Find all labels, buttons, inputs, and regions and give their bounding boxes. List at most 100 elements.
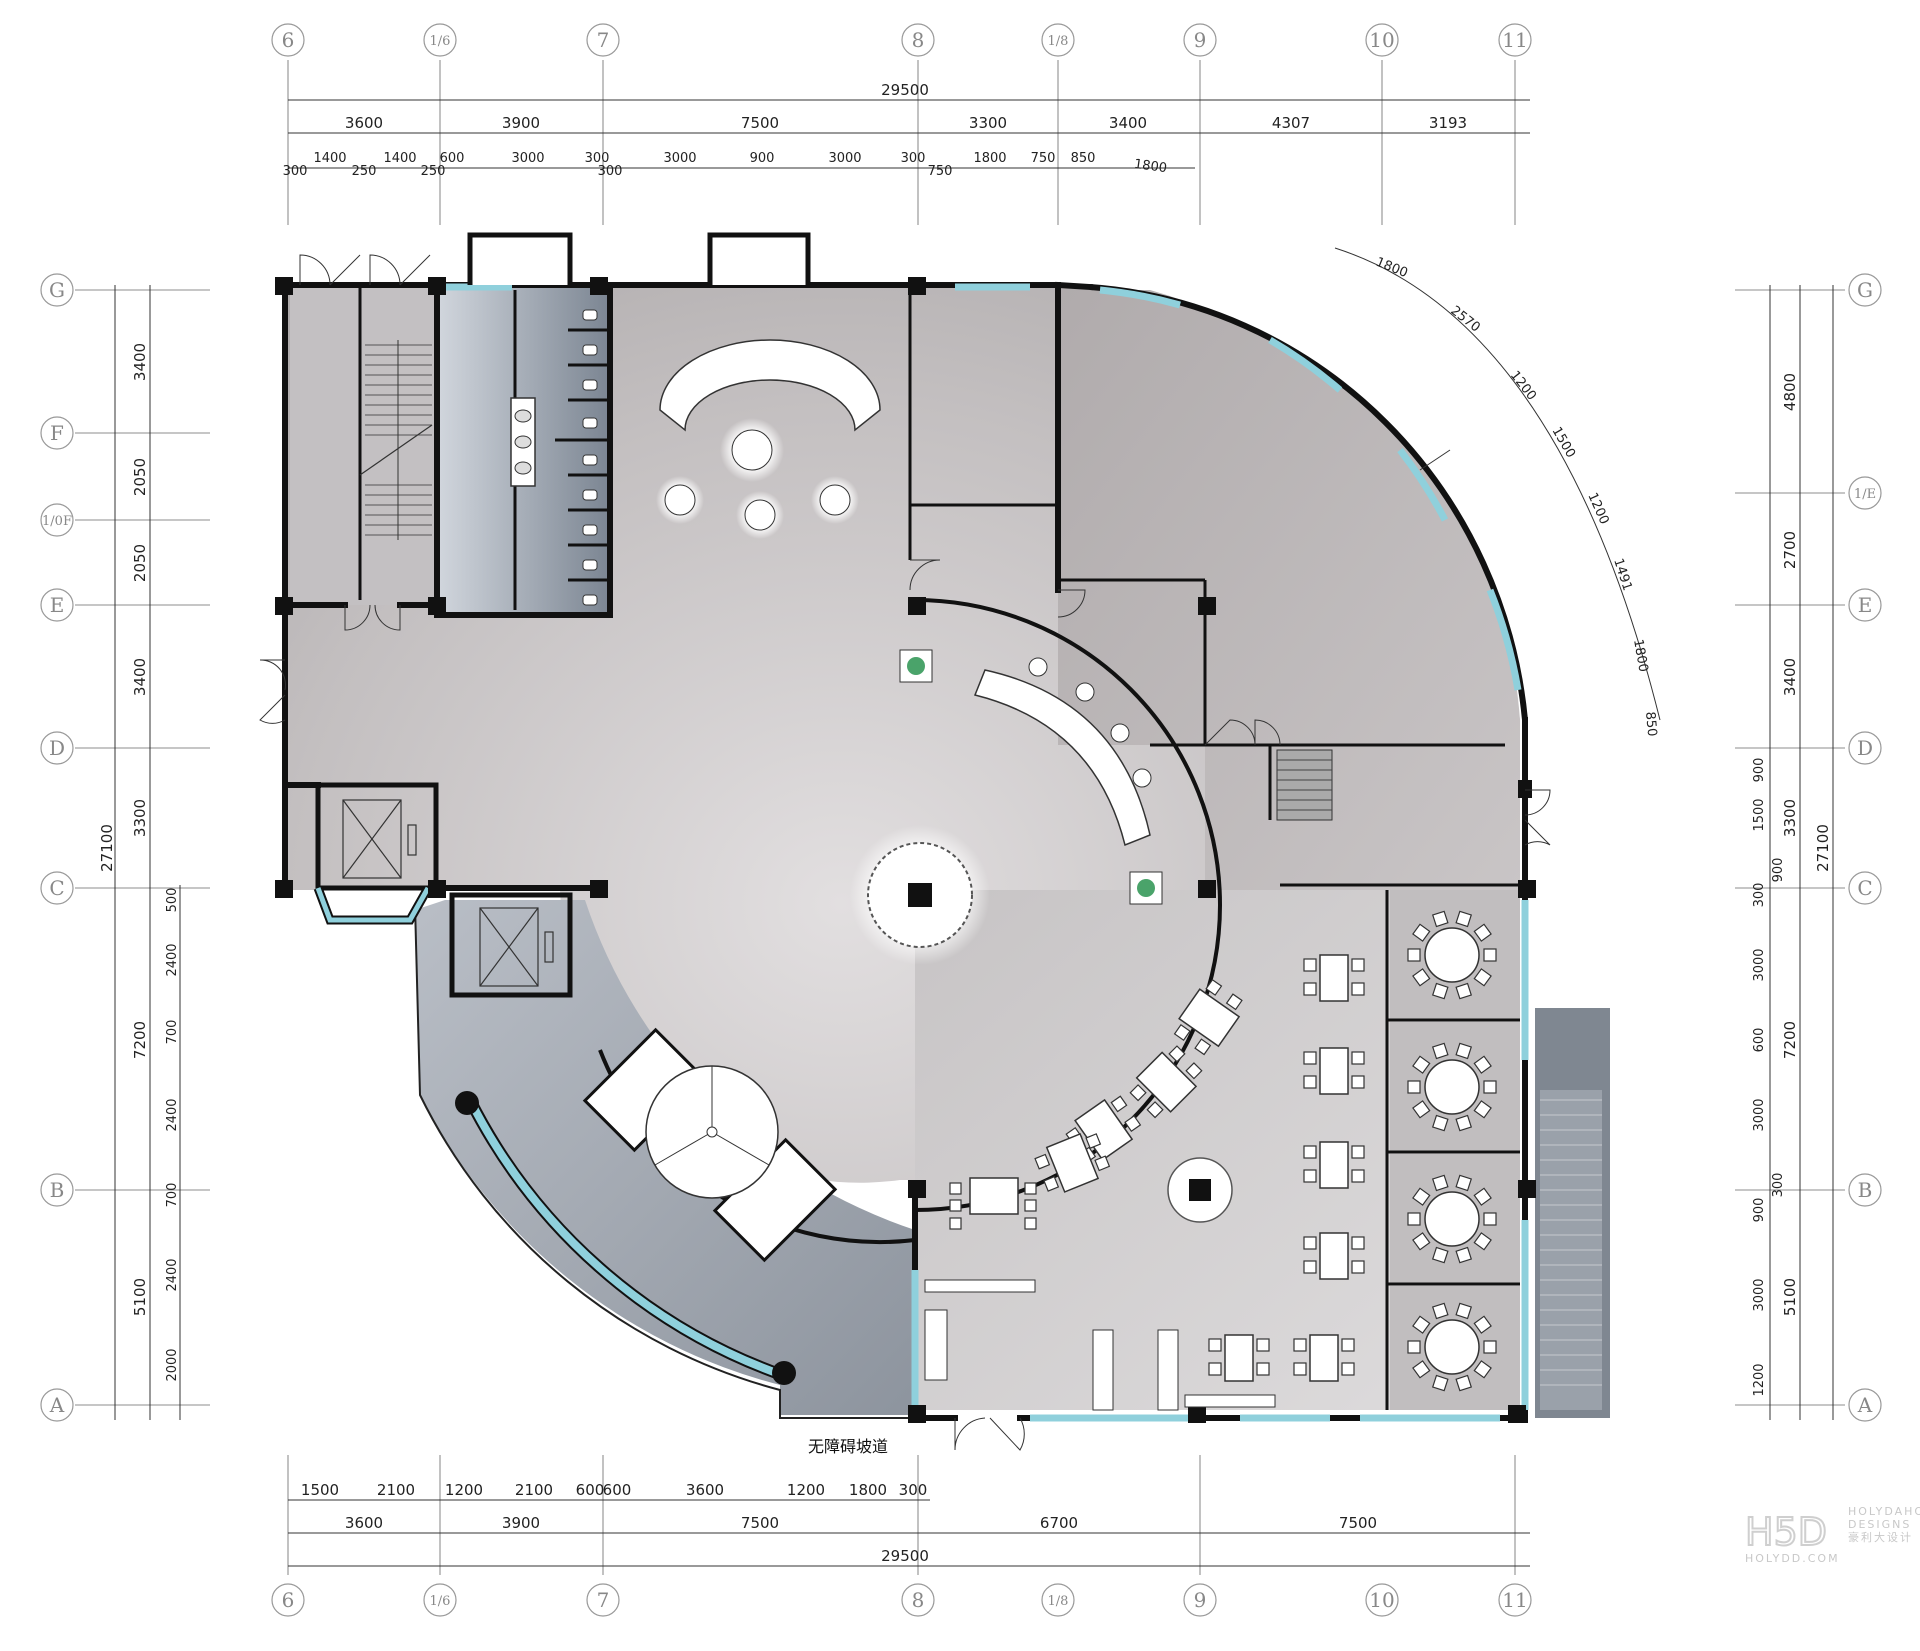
dim-bottom-r2: 2100 — [377, 1481, 415, 1499]
dim-top-r1: 3900 — [502, 114, 540, 132]
dim-right-r2: 1500 — [1752, 798, 1767, 831]
watermark-cn: 豪利大设计 — [1848, 1530, 1913, 1544]
bottom-dimensions: 1500 2100 1200 2100 600 600 3600 1200 18… — [288, 1481, 1530, 1567]
lounge-floor — [1058, 285, 1520, 890]
axis-bubble-circle — [586, 1583, 620, 1617]
columns — [275, 277, 1536, 1423]
chair — [1303, 1260, 1317, 1274]
axis-bubble-circle — [1498, 1583, 1532, 1617]
dim-top-r2: 300 — [585, 151, 610, 166]
axis-bubble-label: 1/0F — [42, 514, 72, 529]
axis-bubble-label: E — [1858, 593, 1873, 617]
axis-bubble-circle — [1848, 273, 1882, 307]
chair — [1412, 1100, 1431, 1119]
dim-arc: 1800 — [1374, 255, 1410, 281]
chair — [1303, 1075, 1317, 1089]
round-table — [1407, 1174, 1497, 1264]
chair — [1351, 1051, 1365, 1065]
curved-dining-tables — [949, 978, 1243, 1230]
axis-left-1/0F: 1/0F — [40, 503, 74, 537]
dim-left-r1: 3400 — [131, 658, 149, 696]
dim-arc: 1491 — [1610, 557, 1634, 593]
dim-left-r2: 2400 — [165, 943, 180, 976]
table-top — [1319, 954, 1349, 1002]
axis-top-10: 10 — [1365, 23, 1399, 57]
service-counters — [924, 1279, 1276, 1411]
chair — [1412, 968, 1431, 987]
axis-bubble-label: G — [49, 278, 65, 302]
axis-bubble-label: F — [50, 421, 64, 445]
chair — [1473, 1100, 1492, 1119]
dim-left-r2: 700 — [165, 1183, 180, 1208]
dim-bottom-r2: 600 — [576, 1481, 605, 1499]
axis-left-F: F — [40, 416, 74, 450]
axis-bottom-1/6: 1/6 — [423, 1583, 457, 1617]
chair — [1431, 1114, 1449, 1132]
dim-right-r2: 900 — [1752, 1198, 1767, 1223]
axis-bubble-label: 1/E — [1854, 487, 1876, 502]
dim-right-r2: 300 — [1752, 883, 1767, 908]
chair — [1412, 1187, 1431, 1206]
axis-bubble-circle — [271, 23, 305, 57]
axis-right-C: C — [1848, 871, 1882, 905]
axis-right-G: G — [1848, 273, 1882, 307]
glazing — [313, 283, 1529, 1422]
dim-top-total: 29500 — [881, 81, 929, 99]
axis-bubble-label: B — [50, 1178, 65, 1202]
dim-bottom-total: 29500 — [881, 1547, 929, 1565]
dim-right-r2: 1200 — [1752, 1363, 1767, 1396]
dim-top-r1: 7500 — [741, 114, 779, 132]
axis-bubble-label: B — [1858, 1178, 1873, 1202]
chair — [1351, 1236, 1365, 1250]
dim-right-r2: 900 — [1752, 758, 1767, 783]
axis-bubble-circle — [1848, 871, 1882, 905]
left-dimensions: 27100 27100 3400 2050 2050 3400 3300 720… — [98, 285, 181, 1420]
chair — [1293, 1362, 1307, 1376]
axis-bubble-label: E — [50, 593, 65, 617]
chair — [1473, 1315, 1492, 1334]
dim-top-r2: 250 — [352, 164, 377, 179]
round-table — [1407, 910, 1497, 1000]
axis-bubbles: 661/61/677881/81/89910101111GF1/0FEDCBAG… — [40, 23, 1882, 1617]
dim-bottom-r2: 2100 — [515, 1481, 553, 1499]
dim-arc: 2570 — [1448, 303, 1483, 335]
dim-right-r2: 3000 — [1752, 1278, 1767, 1311]
axis-bubble-circle — [40, 1388, 74, 1422]
dim-top-r2: 1800 — [1133, 157, 1168, 176]
chair — [1455, 1246, 1473, 1264]
watermark-top: HOLYDAHO — [1848, 1505, 1920, 1518]
square-table — [1303, 954, 1365, 1002]
round-table-top — [1424, 1191, 1480, 1247]
axis-bubble-label: 1/6 — [430, 34, 451, 49]
axis-right-B: B — [1848, 1173, 1882, 1207]
dim-top-r2: 3000 — [511, 151, 544, 166]
dim-top-r2: 750 — [1031, 151, 1056, 166]
axis-bottom-6: 6 — [271, 1583, 305, 1617]
axis-bubble-label: 6 — [282, 1588, 295, 1612]
right-dimensions: 4800 2700 3400 3300 7200 5100 27100 900 … — [1752, 285, 1834, 1420]
dim-top-r2: 1800 — [973, 151, 1006, 166]
dim-top-r2: 1400 — [313, 151, 346, 166]
chair — [1455, 1042, 1473, 1060]
chair — [1407, 1212, 1421, 1226]
chair — [1412, 1360, 1431, 1379]
chair — [1473, 1232, 1492, 1251]
dim-arc: 1800 — [1630, 638, 1651, 673]
chair — [1455, 982, 1473, 1000]
chair — [1351, 1075, 1365, 1089]
table-top — [1309, 1334, 1339, 1382]
chair — [1407, 948, 1421, 962]
chair — [1351, 1145, 1365, 1159]
axis-bottom-1/8: 1/8 — [1041, 1583, 1075, 1617]
axis-lines — [75, 60, 1845, 1575]
chair — [1351, 982, 1365, 996]
axis-right-E: E — [1848, 588, 1882, 622]
axis-bottom-9: 9 — [1183, 1583, 1217, 1617]
axis-top-6: 6 — [271, 23, 305, 57]
axis-bubble-label: D — [49, 736, 65, 760]
chair — [1351, 1260, 1365, 1274]
dim-left-r1: 3400 — [131, 343, 149, 381]
chair — [1431, 1174, 1449, 1192]
table-top — [1224, 1334, 1254, 1382]
chair — [1483, 1080, 1497, 1094]
